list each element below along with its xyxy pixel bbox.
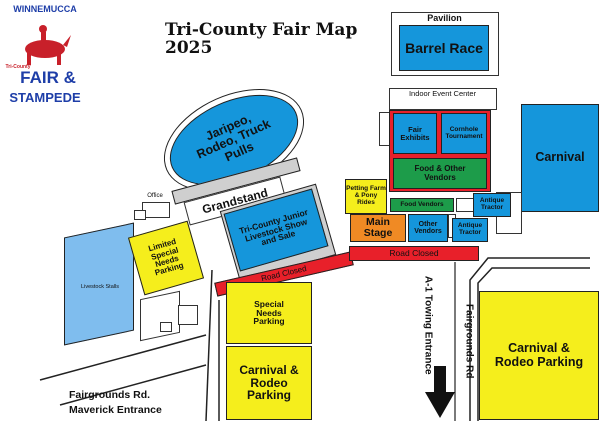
carnival-parking-left-label: Carnival & Rodeo Parking [239, 363, 299, 403]
map-title: Tri-County Fair Map 2025 [165, 20, 358, 58]
small-building [134, 210, 146, 220]
petting-farm[interactable]: Petting Farm & Pony Rides [345, 179, 387, 214]
fairgrounds-rd-label: Fairgrounds Rd [463, 304, 475, 379]
main-stage-label: Main Stage [363, 215, 393, 239]
logo-line3: FAIR & [20, 68, 76, 87]
pavilion[interactable]: Pavilion Barrel Race [391, 12, 499, 76]
entrance-arrow-icon [425, 366, 455, 418]
road-closed-right: Road Closed [349, 246, 479, 261]
carnival-parking-right-label: Carnival & Rodeo Parking [494, 341, 584, 369]
barrel-race[interactable]: Barrel Race [399, 25, 489, 71]
special-parking-label: Special Needs Parking [253, 298, 285, 327]
stall-block-tiny [178, 305, 198, 325]
logo-line4: STAMPEDE [9, 90, 81, 105]
carnival-right[interactable]: Carnival [521, 104, 599, 212]
road-closed-right-label: Road Closed [389, 248, 439, 259]
office[interactable] [142, 202, 170, 218]
food-vendors-label: Food Vendors [400, 200, 444, 208]
maverick-line1: Fairgrounds Rd. [69, 389, 151, 401]
pavilion-label: Pavilion [427, 13, 462, 23]
antique-tractor-top-label: Antique Tractor [479, 197, 505, 211]
logo-line1: WINNEMUCCA [13, 4, 77, 14]
bronc-rider-icon [25, 25, 71, 65]
food-vendors[interactable]: Food Vendors [390, 198, 454, 212]
special-needs-parking[interactable]: Special Needs Parking [226, 282, 312, 344]
carnival-parking-right[interactable]: Carnival & Rodeo Parking [479, 291, 599, 420]
antique-tractor-bottom[interactable]: Antique Tractor [452, 218, 488, 242]
indoor-event-center-label: Indoor Event Center [408, 89, 477, 98]
other-vendors[interactable]: Other Vendors [408, 214, 448, 242]
logo: WINNEMUCCA Tri-County FAIR & STAMPEDE [5, 3, 85, 113]
antique-tractor-bottom-label: Antique Tractor [457, 222, 483, 236]
limited-parking-label: Limited Special Needs Parking [147, 236, 185, 278]
food-other-vendors[interactable]: Food & Other Vendors [393, 158, 487, 189]
carnival-parking-left[interactable]: Carnival & Rodeo Parking [226, 346, 312, 420]
fair-exhibits-label: Fair Exhibits [400, 124, 430, 142]
cornhole-label: Cornhole Tournament [445, 125, 483, 140]
fair-exhibits[interactable]: Fair Exhibits [393, 113, 437, 154]
indoor-event-center[interactable] [389, 88, 497, 110]
food-vendors-outline [456, 198, 474, 212]
carnival-right-label: Carnival [535, 150, 585, 165]
main-stage[interactable]: Main Stage [350, 214, 406, 242]
antique-tractor-top[interactable]: Antique Tractor [473, 193, 511, 217]
maverick-line2: Maverick Entrance [69, 404, 162, 416]
petting-farm-label: Petting Farm & Pony Rides [346, 185, 386, 206]
logo-line2: Tri-County [5, 64, 31, 70]
stall-label-box [160, 322, 172, 332]
other-vendors-label: Other Vendors [414, 220, 442, 235]
livestock-show-label: Tri-County Junior Livestock Show and Sal… [237, 206, 309, 248]
food-other-vendors-label: Food & Other Vendors [414, 164, 466, 182]
livestock-stalls-label: Livestock Stalls [81, 284, 119, 290]
office-label: Office [147, 193, 163, 199]
cornhole-tournament[interactable]: Cornhole Tournament [441, 113, 487, 154]
arena-label: Jaripeo, Rodeo, Truck Pulls [194, 111, 273, 164]
stall-block-small [140, 290, 180, 342]
